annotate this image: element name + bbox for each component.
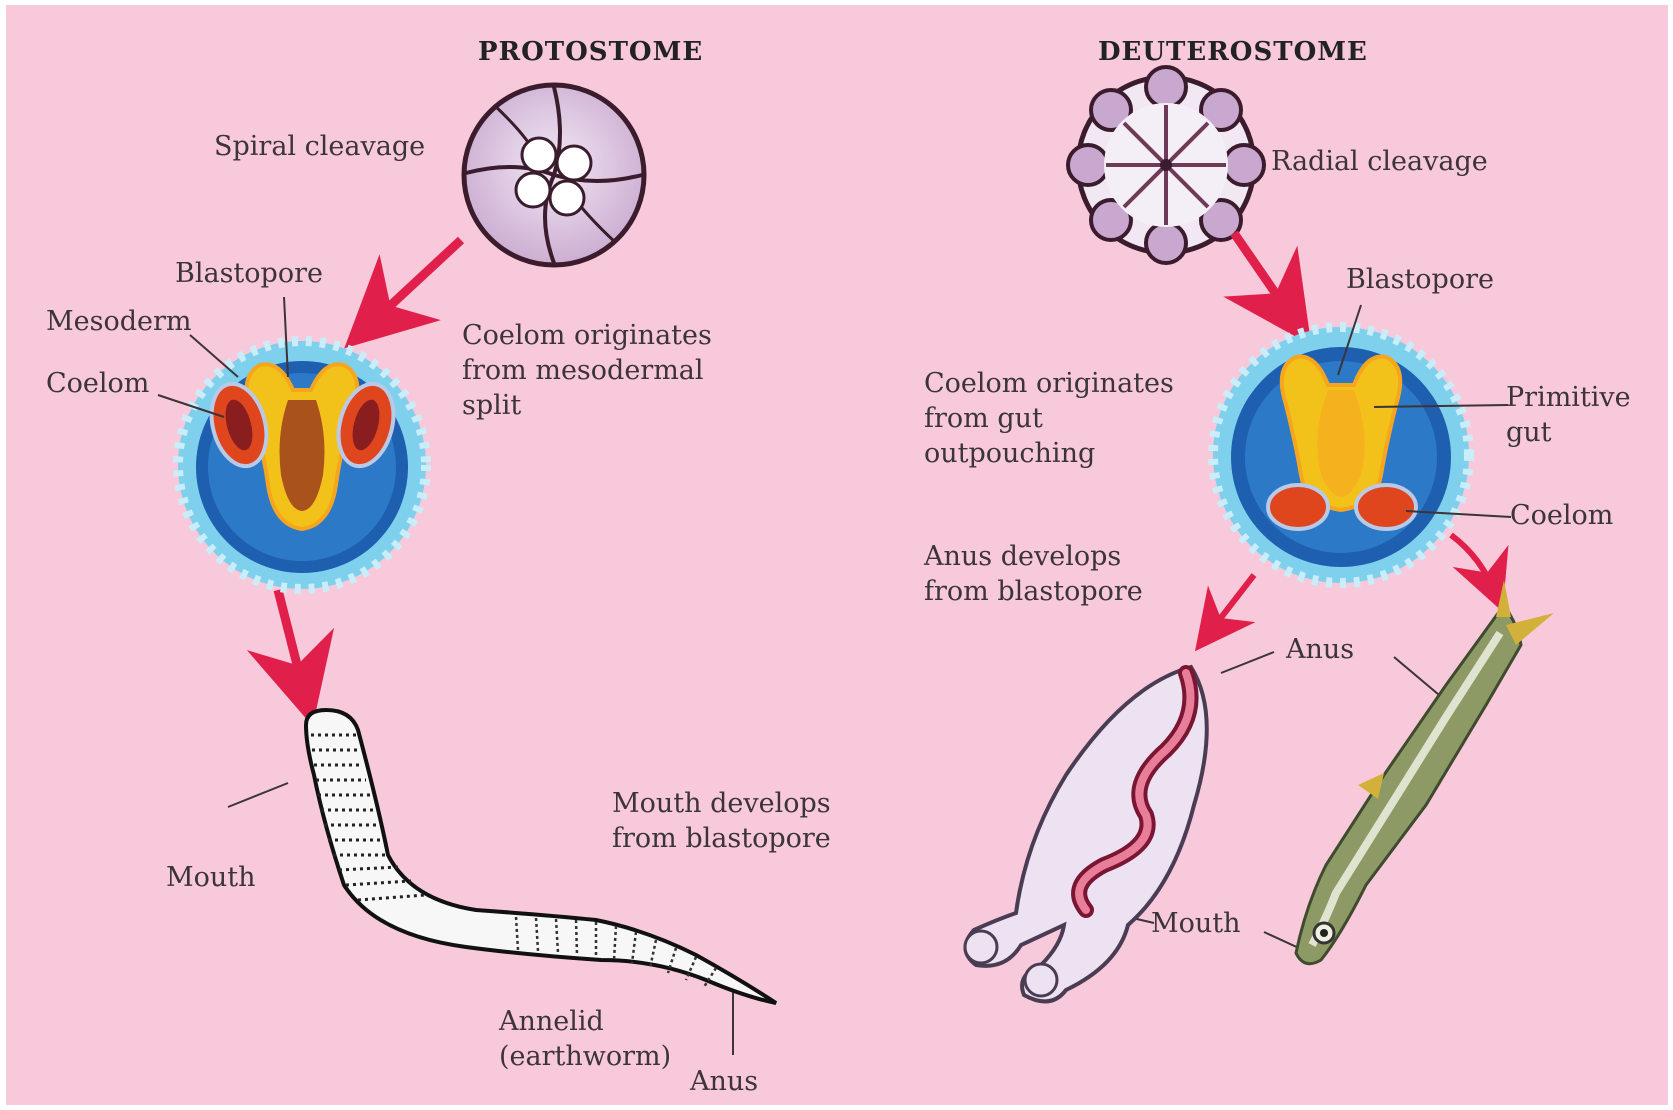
label-coelom-protostome: Coelom — [46, 367, 149, 401]
label-blastopore-deuterostome: Blastopore — [1346, 263, 1494, 297]
label-anus-develops-1: Anus develops — [924, 540, 1121, 574]
label-mesoderm: Mesoderm — [46, 305, 192, 339]
label-gut: gut — [1506, 416, 1552, 450]
deuterostome-title: DEUTEROSTOME — [1098, 37, 1368, 67]
label-coelom-origin-protostome-2: from mesodermal — [462, 354, 704, 388]
label-coelom-origin-deuterostome-2: from gut — [924, 402, 1043, 436]
arrow-gastrula-to-fish — [1451, 535, 1496, 595]
label-earthworm: (earthworm) — [499, 1040, 671, 1074]
label-spiral-cleavage: Spiral cleavage — [214, 130, 425, 164]
label-mouth-deuterostome: Mouth — [1151, 907, 1241, 941]
label-anus-develops-2: from blastopore — [924, 575, 1143, 609]
label-coelom-origin-deuterostome-1: Coelom originates — [924, 367, 1174, 401]
protostome-gastrula — [178, 341, 426, 589]
label-annelid: Annelid — [499, 1005, 604, 1039]
arrow-gastrula-to-annelid — [278, 590, 306, 700]
protostome-title: PROTOSTOME — [478, 37, 703, 67]
arrow-radial-to-gastrula — [1234, 233, 1296, 323]
label-coelom-origin-protostome-1: Coelom originates — [462, 319, 712, 353]
label-anus-deuterostome: Anus — [1286, 633, 1354, 667]
label-mouth-protostome: Mouth — [166, 861, 256, 895]
earthworm-drawing — [306, 710, 776, 1003]
spiral-cleavage-embryo — [464, 85, 644, 265]
larva-drawing — [965, 667, 1207, 1001]
diagram-canvas: PROTOSTOME DEUTEROSTOME Spiral cleavage … — [6, 5, 1668, 1105]
label-radial-cleavage: Radial cleavage — [1271, 145, 1488, 179]
label-coelom-origin-deuterostome-3: outpouching — [924, 437, 1095, 471]
label-blastopore-protostome: Blastopore — [175, 257, 323, 291]
label-coelom-deuterostome: Coelom — [1510, 499, 1613, 533]
label-mouth-develops-1: Mouth develops — [612, 787, 831, 821]
arrow-cleavage-to-gastrula — [364, 240, 461, 330]
arrow-gastrula-to-larva — [1206, 575, 1254, 637]
label-anus-protostome: Anus — [690, 1065, 758, 1099]
label-coelom-origin-protostome-3: split — [462, 389, 521, 423]
label-primitive: Primitive — [1506, 381, 1631, 415]
label-mouth-develops-2: from blastopore — [612, 822, 831, 856]
